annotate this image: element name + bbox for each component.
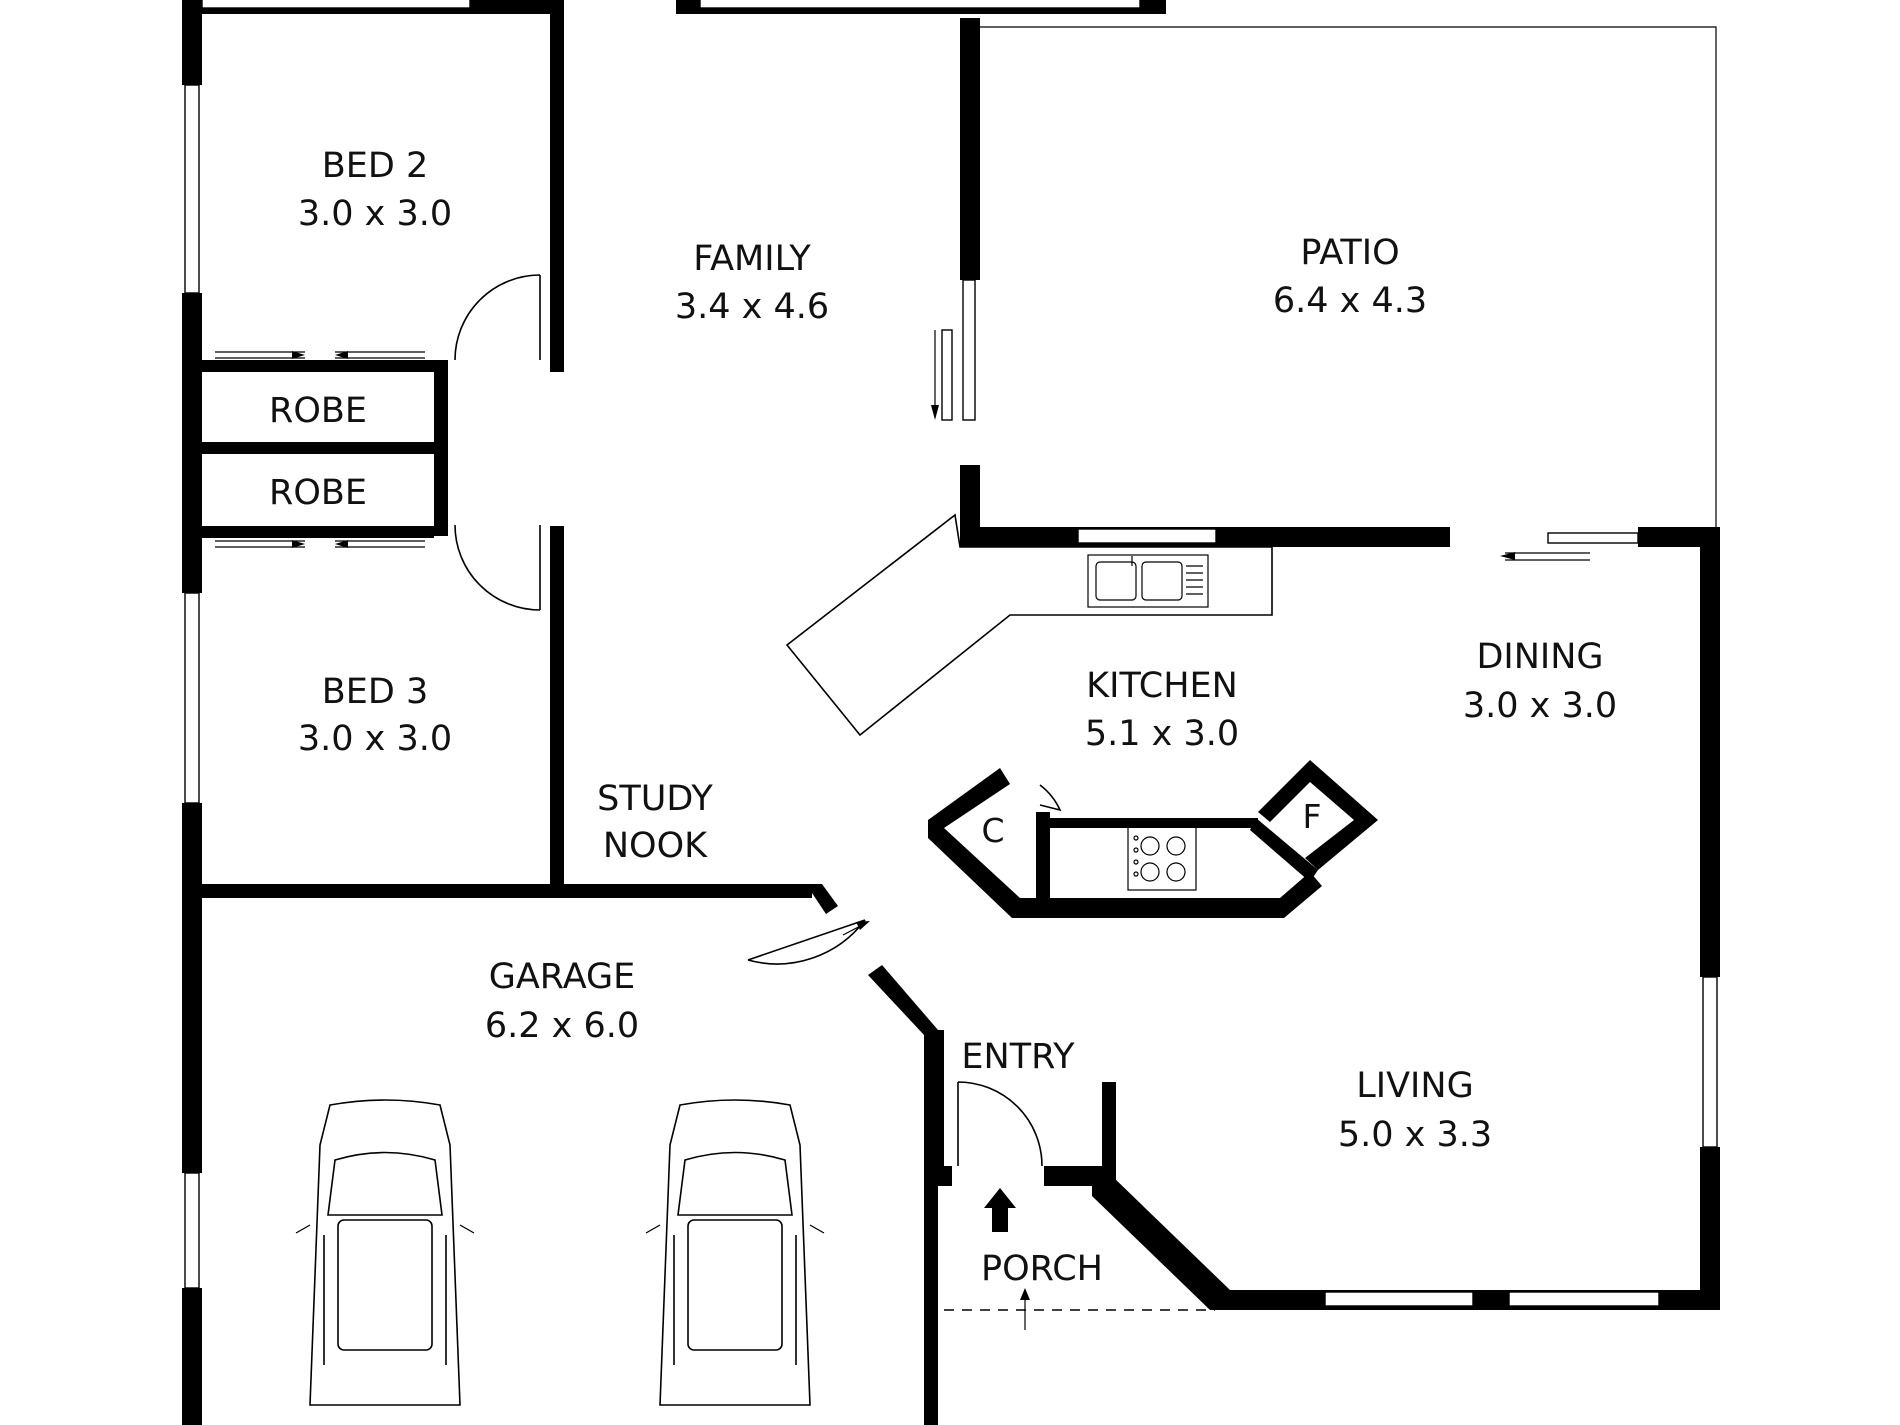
room-name-bed3: BED 3 (322, 672, 428, 712)
wall-robe-divider (202, 442, 448, 454)
window-living-right (1702, 976, 1718, 1148)
wall-bed3-right (550, 526, 564, 886)
wall-left-top (182, 0, 202, 85)
room-name-study-line1: STUDY (597, 779, 713, 819)
room-size-bed3: 3.0 x 3.0 (298, 719, 452, 759)
robe-sliders-lower (215, 540, 425, 548)
room-name-study-line2: NOOK (603, 826, 708, 866)
room-size-family: 3.4 x 4.6 (675, 287, 829, 327)
room-name-garage: GARAGE (489, 957, 636, 997)
room-size-garage: 6.2 x 6.0 (485, 1006, 639, 1046)
room-name-living: LIVING (1356, 1066, 1473, 1106)
room-name-patio: PATIO (1300, 233, 1399, 273)
wall-entry-right (1044, 1166, 1112, 1186)
car-icon (295, 1099, 475, 1406)
car-icon (645, 1099, 825, 1406)
porch (944, 1188, 1215, 1330)
room-size-dining: 3.0 x 3.0 (1463, 686, 1617, 726)
wall-garage-corner (806, 884, 838, 914)
wall-right-low (1700, 1147, 1720, 1310)
wall-left-low (182, 803, 202, 1173)
kitchen-bench (785, 513, 1273, 737)
wall-dining-top (1638, 527, 1718, 547)
wall-entry-bottom-left (930, 1166, 952, 1186)
door-entry (957, 1081, 1043, 1167)
room-name-bed2: BED 2 (322, 146, 428, 186)
patio-outline (980, 26, 1717, 527)
room-size-kitchen: 5.1 x 3.0 (1085, 714, 1239, 754)
sink-icon (1087, 554, 1209, 608)
doors (215, 274, 1639, 1167)
wall-family-right-top (960, 18, 980, 280)
room-name-dining: DINING (1476, 637, 1603, 677)
door-slider-family (962, 279, 976, 421)
cooktop-icon (1127, 825, 1197, 891)
wall-entry-left (930, 1030, 944, 1170)
cupboard-label: C (981, 811, 1004, 850)
island-wall-left (928, 768, 1322, 918)
window-living-bottom-2 (1508, 1291, 1660, 1307)
room-size-patio: 6.4 x 4.3 (1273, 281, 1427, 321)
window-living-bottom-1 (1324, 1291, 1474, 1307)
window-top-bed2 (201, 0, 471, 9)
wall-bed2-right (550, 0, 564, 372)
window-kitchen (1077, 528, 1217, 544)
room-name-robe-upper: ROBE (269, 391, 367, 431)
room-name-family: FAMILY (693, 239, 811, 279)
island-divider-c (1036, 812, 1050, 908)
dining-slider (1500, 532, 1639, 561)
window-top-family (699, 0, 1141, 9)
family-slider (931, 329, 953, 421)
island-fridge-base (1250, 818, 1318, 882)
wall-garage-top (202, 884, 812, 898)
wall-left-mid (182, 293, 202, 593)
wall-left-bottom (182, 1288, 202, 1425)
wall-entry-stub (1102, 1082, 1116, 1186)
fridge-label: F (1303, 797, 1322, 836)
door-garage (747, 919, 866, 965)
robe-sliders-upper (215, 351, 425, 359)
wall-right-top (1700, 527, 1720, 977)
wall-bed2-robe (202, 360, 434, 372)
room-name-porch: PORCH (981, 1249, 1103, 1289)
room-size-bed2: 3.0 x 3.0 (298, 194, 452, 234)
window-bed3 (184, 592, 200, 804)
wall-living-diagonal (1092, 1176, 1230, 1310)
room-labels: BED 2 3.0 x 3.0 ROBE ROBE BED 3 3.0 x 3.… (269, 146, 1617, 1289)
door-bed2 (454, 274, 541, 361)
wall-robe-bed3 (202, 526, 434, 538)
window-bed2 (184, 84, 200, 294)
arrow-up-icon (984, 1188, 1016, 1232)
room-name-robe-lower: ROBE (269, 473, 367, 513)
window-garage (184, 1172, 200, 1289)
wall-garage-right (868, 965, 938, 1425)
island-top (1050, 818, 1258, 828)
room-size-living: 5.0 x 3.3 (1338, 1115, 1492, 1155)
room-name-entry: ENTRY (961, 1037, 1075, 1077)
room-name-kitchen: KITCHEN (1086, 666, 1238, 706)
island-fridge-walls (1258, 760, 1378, 870)
walls (182, 0, 1720, 1425)
door-bed3 (454, 524, 541, 611)
kitchen-fixtures: C F (785, 513, 1378, 918)
wall-family-right-low (960, 465, 980, 545)
door-cupboard (1039, 784, 1062, 812)
